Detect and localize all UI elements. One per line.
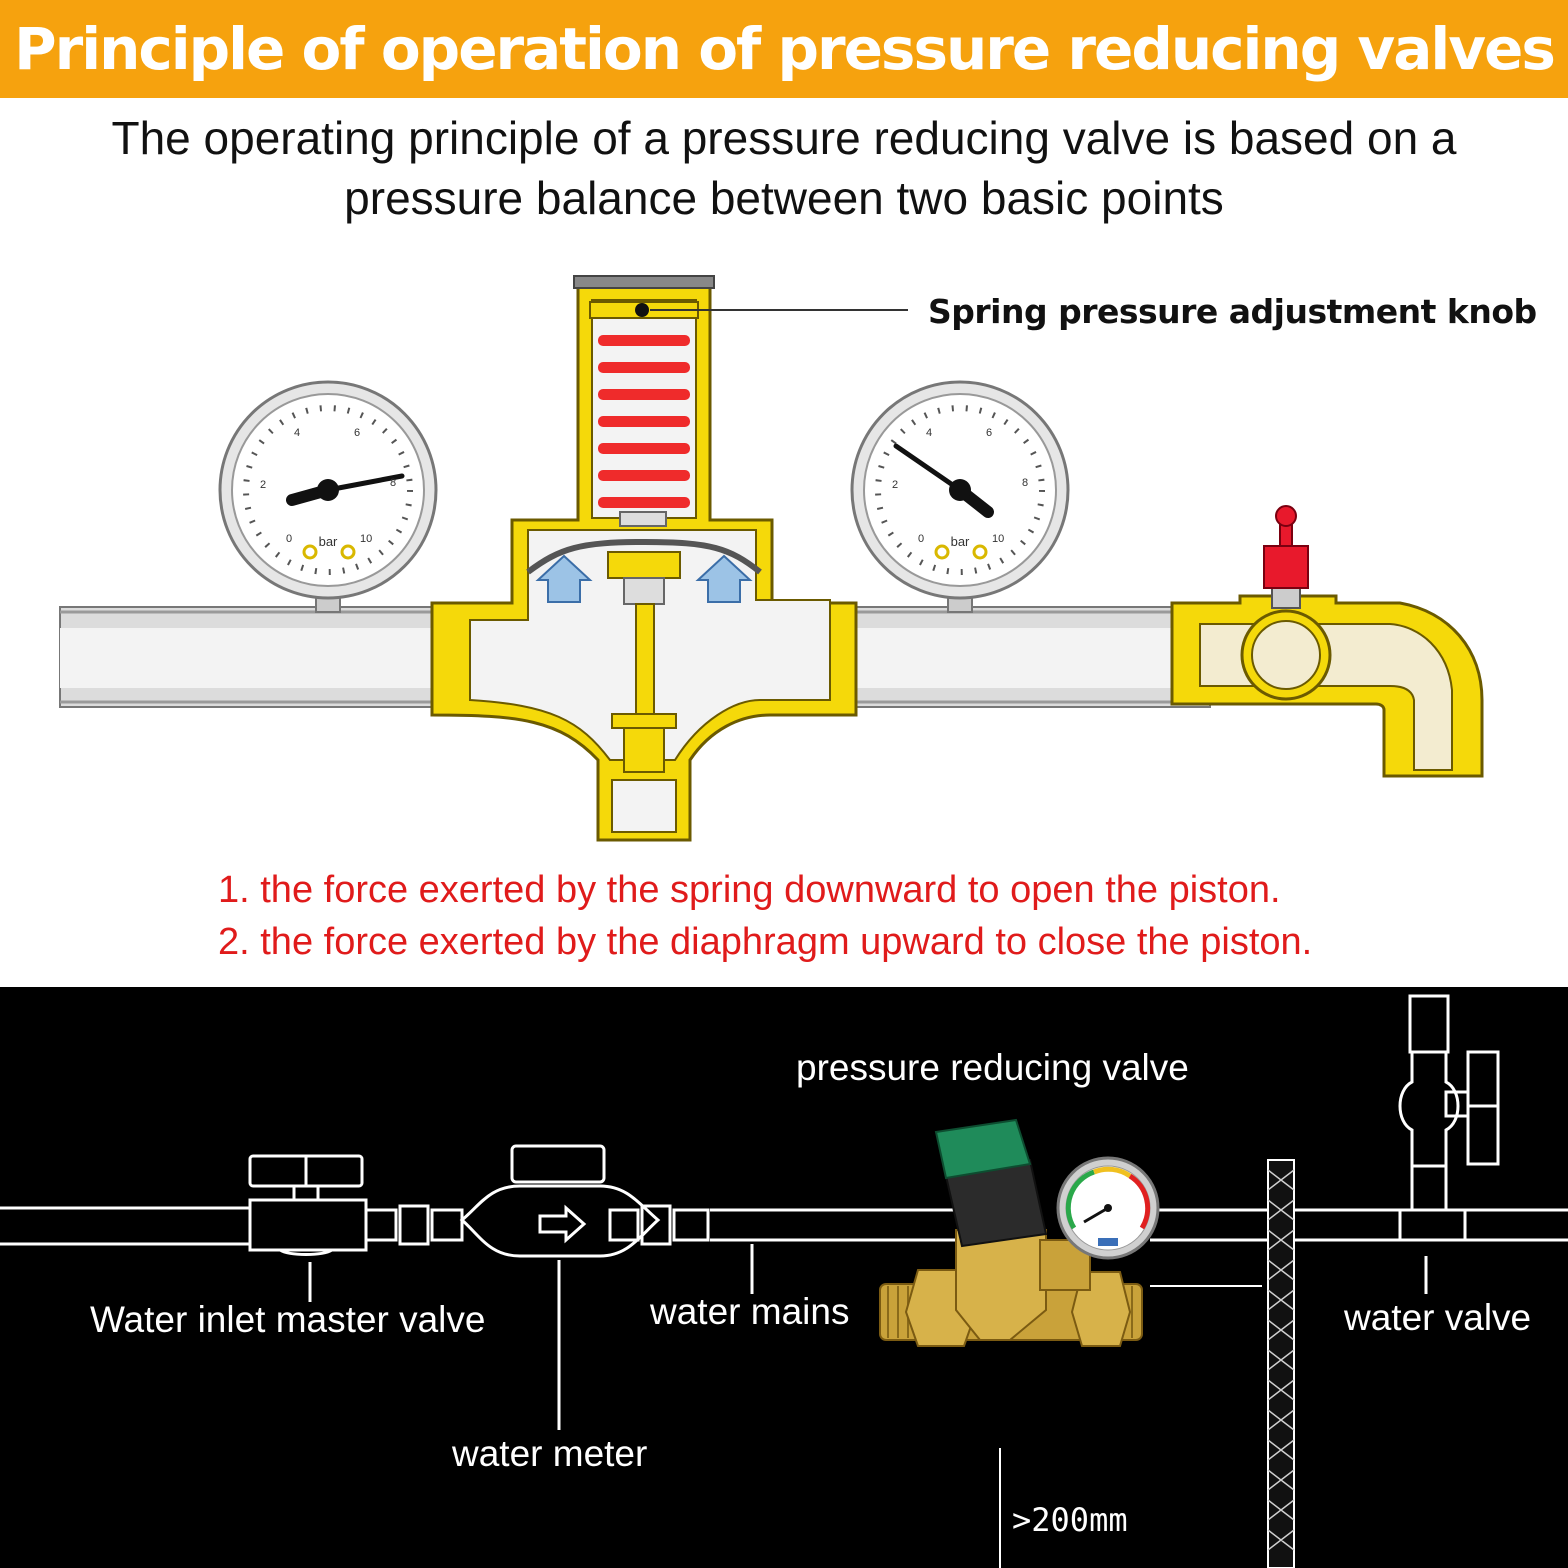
outlet-gauge-tick: 10 (992, 533, 1004, 545)
inlet-pressure-gauge (218, 380, 438, 613)
label-water-meter: water meter (452, 1433, 648, 1474)
water-meter-outline (459, 1144, 710, 1430)
prv-product (879, 1118, 1160, 1347)
outlet-ball-valve (1170, 505, 1484, 778)
valve-cross-section: bar 0 2 4 6 8 10 bar 0 2 4 6 8 10 (0, 240, 1568, 860)
label-prv: pressure reducing valve (796, 1047, 1189, 1088)
note-diaphragm: 2. the force exerted by the diaphragm up… (218, 921, 1313, 963)
label-master-valve: Water inlet master valve (90, 1299, 486, 1340)
spring-coil (598, 335, 690, 508)
note-spring: 1. the force exerted by the spring downw… (218, 869, 1281, 911)
outlet-pipe (829, 606, 1211, 708)
inlet-gauge-tick: 4 (294, 427, 300, 439)
outlet-gauge-unit: bar (951, 534, 970, 549)
knob-callout-label: Spring pressure adjustment knob (928, 292, 1537, 331)
inlet-gauge-tick: 8 (390, 477, 396, 489)
master-valve-outline (248, 1154, 464, 1302)
wall-outline (1267, 1159, 1295, 1568)
piston (607, 551, 681, 773)
upward-arrow-icon (535, 554, 753, 603)
inlet-gauge-tick: 2 (260, 479, 266, 491)
outlet-gauge-tick: 4 (926, 427, 932, 439)
outlet-gauge-tick: 6 (986, 427, 992, 439)
outlet-gauge-tick: 0 (918, 533, 924, 545)
valve-bottom-plug (611, 779, 677, 833)
intro-line-2: pressure balance between two basic point… (344, 172, 1224, 224)
inlet-gauge-tick: 10 (360, 533, 372, 545)
label-water-mains: water mains (650, 1291, 850, 1332)
label-water-valve: water valve (1344, 1297, 1532, 1338)
installation-diagram: pressure reducing valve Water inlet mast… (0, 987, 1568, 1568)
inlet-gauge-unit: bar (319, 534, 338, 549)
inlet-gauge-tick: 0 (286, 533, 292, 545)
inlet-gauge-tick: 6 (354, 427, 360, 439)
outlet-gauge-tick: 2 (892, 479, 898, 491)
water-valve-outline (1398, 994, 1500, 1294)
title-banner: Principle of operation of pressure reduc… (0, 0, 1568, 98)
outlet-gauge-tick: 8 (1022, 477, 1028, 489)
valve-cross-section-drawing: bar 0 2 4 6 8 10 bar 0 2 4 6 8 10 (59, 275, 1484, 842)
outlet-pressure-gauge (850, 380, 1070, 613)
diaphragm (526, 511, 762, 575)
intro-text: The operating principle of a pressure re… (0, 108, 1568, 228)
label-distance: >200mm (1012, 1501, 1128, 1539)
intro-line-1: The operating principle of a pressure re… (111, 112, 1457, 164)
installation-drawing (0, 994, 1568, 1568)
force-notes: 1. the force exerted by the spring downw… (218, 864, 1312, 968)
page-title: Principle of operation of pressure reduc… (14, 15, 1556, 83)
inlet-pipe (59, 606, 441, 708)
